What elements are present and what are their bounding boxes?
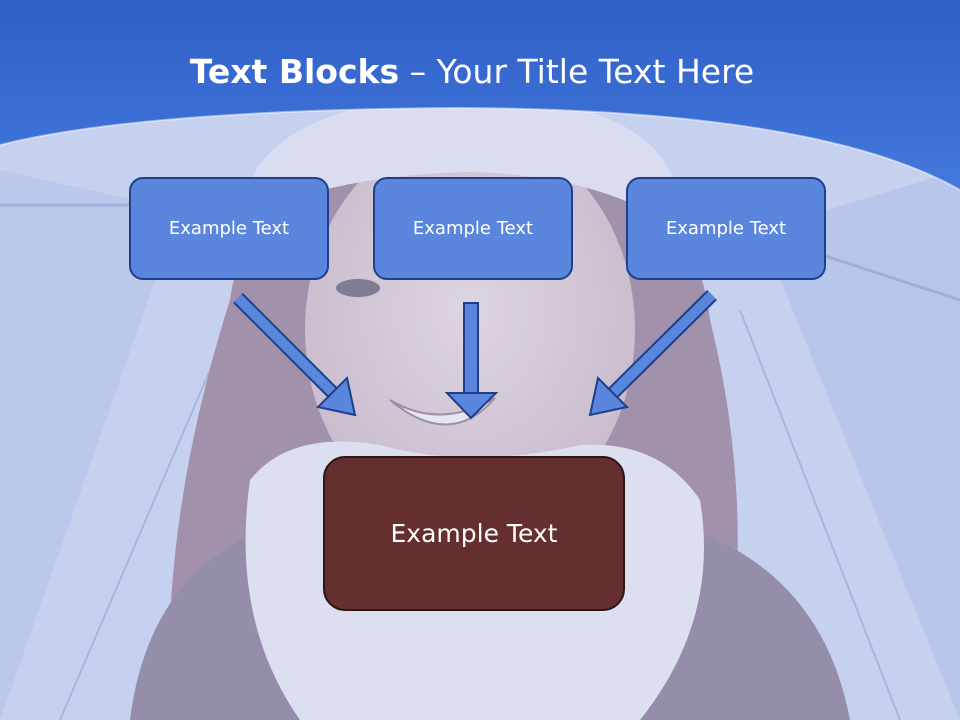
title-rest: – Your Title Text Here <box>399 52 755 91</box>
text-block-2[interactable]: Example Text <box>373 177 573 280</box>
text-block-3-label: Example Text <box>665 218 787 239</box>
title-bold: Text Blocks <box>189 52 400 91</box>
arrow-down-icon <box>444 302 499 420</box>
text-block-1[interactable]: Example Text <box>129 177 329 280</box>
text-block-1-label: Example Text <box>168 218 290 239</box>
arrow-down-left-icon <box>588 290 717 417</box>
text-block-2-label: Example Text <box>412 218 534 239</box>
center-text-block[interactable]: Example Text <box>323 456 625 611</box>
center-text-block-label: Example Text <box>390 519 558 548</box>
text-block-3[interactable]: Example Text <box>626 177 826 280</box>
slide-title: Text Blocks – Your Title Text Here <box>0 52 944 91</box>
arrow-down-right-icon <box>233 293 357 417</box>
